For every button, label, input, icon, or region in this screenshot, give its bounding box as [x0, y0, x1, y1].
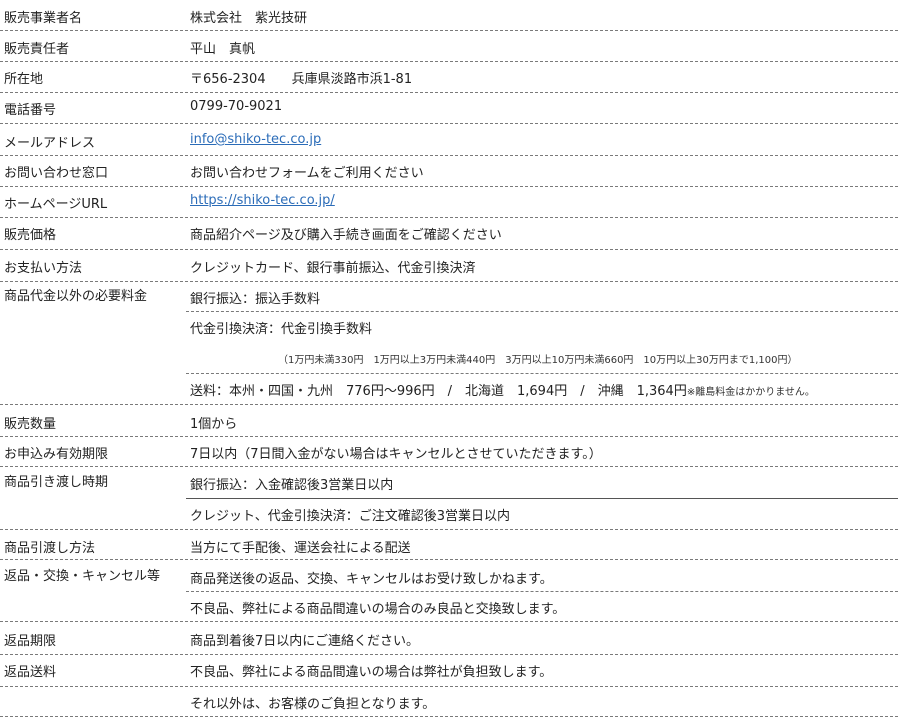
value-payment: クレジットカード、銀行事前振込、代金引換決済 — [190, 261, 476, 276]
fee-shipping-note: ※離島料金はかかりません。 — [686, 387, 815, 398]
fee-cod: 代金引換決済：代金引換手数料 — [190, 322, 373, 337]
label-returns: 返品・交換・キャンセル等 — [4, 569, 161, 584]
fee-shipping: 送料：本州・四国・九州 776円～996円 / 北海道 1,694円 / 沖縄 … — [190, 380, 815, 399]
fee-bank-transfer: 銀行振込：振込手数料 — [190, 292, 321, 307]
row-divider — [0, 155, 898, 156]
label-email: メールアドレス — [4, 136, 96, 151]
label-manager: 販売責任者 — [4, 42, 70, 57]
fee-cod-tiers: （1万円未満330円 1万円以上3万円未満440円 3万円以上10万円未満660… — [278, 355, 798, 366]
row-divider — [0, 686, 898, 687]
value-phone: 0799-70-9021 — [190, 99, 283, 114]
label-price: 販売価格 — [4, 228, 57, 243]
email-link[interactable]: info@shiko-tec.co.jp — [190, 132, 322, 147]
sub-divider — [186, 591, 898, 592]
sub-divider — [186, 498, 898, 499]
value-manager: 平山 真帆 — [190, 42, 256, 57]
row-divider — [0, 61, 898, 62]
label-quantity: 販売数量 — [4, 417, 57, 432]
value-quantity: 1個から — [190, 417, 238, 432]
value-order-validity: 7日以内（7日間入金がない場合はキャンセルとさせていただきます。） — [190, 447, 602, 462]
row-divider — [0, 559, 898, 560]
sub-divider — [186, 311, 898, 312]
row-divider — [0, 249, 898, 250]
label-delivery-time: 商品引き渡し時期 — [4, 475, 109, 490]
label-homepage: ホームページURL — [4, 197, 108, 212]
label-return-shipping: 返品送料 — [4, 665, 57, 680]
sub-divider — [186, 373, 898, 374]
row-divider — [0, 92, 898, 93]
fee-shipping-text: 送料：本州・四国・九州 776円～996円 / 北海道 1,694円 / 沖縄 … — [190, 384, 687, 399]
row-divider — [0, 404, 898, 405]
row-divider — [0, 716, 898, 717]
returns-policy-line: 不良品、弊社による商品間違いの場合のみ良品と交換致します。 — [190, 602, 566, 617]
label-payment: お支払い方法 — [4, 261, 83, 276]
label-address: 所在地 — [4, 72, 44, 87]
row-divider — [0, 281, 898, 282]
label-delivery-method: 商品引渡し方法 — [4, 541, 96, 556]
delivery-credit-cod: クレジット、代金引換決済：ご注文確認後3営業日以内 — [190, 509, 511, 524]
row-divider — [0, 217, 898, 218]
row-divider — [0, 123, 898, 124]
value-price: 商品紹介ページ及び購入手続き画面をご確認ください — [190, 228, 502, 243]
label-order-validity: お申込み有効期限 — [4, 447, 109, 462]
label-contact: お問い合わせ窓口 — [4, 166, 109, 181]
homepage-link[interactable]: https://shiko-tec.co.jp/ — [190, 193, 335, 208]
row-divider — [0, 30, 898, 31]
row-divider — [0, 529, 898, 530]
label-extra-fees: 商品代金以外の必要料金 — [4, 289, 148, 304]
row-divider — [0, 621, 898, 622]
value-return-deadline: 商品到着後7日以内にご連絡ください。 — [190, 634, 420, 649]
return-shipping-line: 不良品、弊社による商品間違いの場合は弊社が負担致します。 — [190, 665, 553, 680]
row-divider — [0, 186, 898, 187]
label-seller: 販売事業者名 — [4, 11, 83, 26]
value-address: 〒656-2304 兵庫県淡路市浜1-81 — [190, 72, 413, 87]
row-divider — [0, 466, 898, 467]
returns-policy-line: 商品発送後の返品、交換、キャンセルはお受け致しかねます。 — [190, 572, 553, 587]
delivery-bank-transfer: 銀行振込：入金確認後3営業日以内 — [190, 478, 394, 493]
row-divider — [0, 436, 898, 437]
label-phone: 電話番号 — [4, 103, 57, 118]
value-contact: お問い合わせフォームをご利用ください — [190, 166, 424, 181]
value-delivery-method: 当方にて手配後、運送会社による配送 — [190, 541, 411, 556]
row-divider — [0, 654, 898, 655]
value-seller: 株式会社 紫光技研 — [190, 11, 308, 26]
return-shipping-line: それ以外は、お客様のご負担となります。 — [190, 697, 436, 712]
label-return-deadline: 返品期限 — [4, 634, 57, 649]
